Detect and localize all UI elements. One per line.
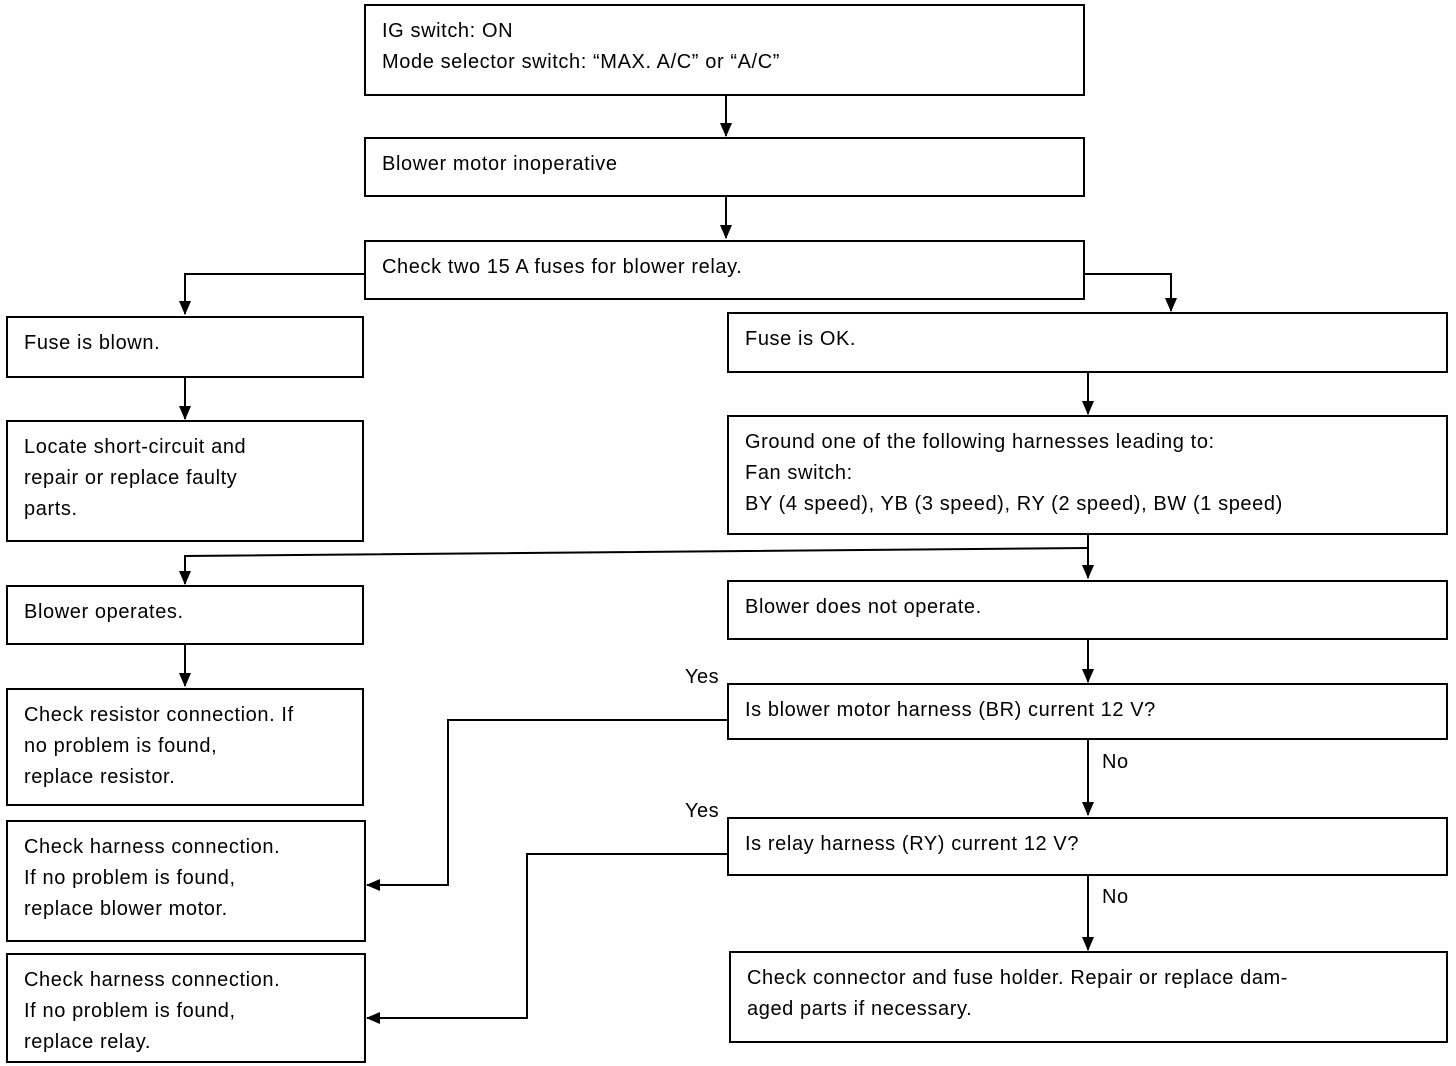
check-resistor-line-3: replace resistor. (24, 766, 176, 788)
check-harness-relay-box: Check harness connection. If no problem … (6, 953, 366, 1063)
no-label-relay: No (1102, 886, 1129, 908)
blower-operates-text: Blower operates. (24, 601, 184, 623)
check-resistor-line-2: no problem is found, (24, 735, 218, 757)
fuse-ok-text: Fuse is OK. (745, 328, 857, 350)
locate-short-box: Locate short-circuit and repair or repla… (6, 420, 364, 542)
yes-label-motor: Yes (685, 666, 720, 688)
fuse-blown-text: Fuse is blown. (24, 332, 161, 354)
locate-short-line-1: Locate short-circuit and (24, 436, 247, 458)
relay-harness-question-text: Is relay harness (RY) current 12 V? (745, 833, 1080, 855)
check-harness-relay-line-3: replace relay. (24, 1031, 151, 1053)
check-connector-line-2: aged parts if necessary. (747, 998, 973, 1020)
locate-short-line-2: repair or replace faulty (24, 467, 238, 489)
arrow-ground-to-operates (179, 547, 1089, 585)
arrow-fuses-to-blown (179, 273, 365, 315)
check-harness-motor-box: Check harness connection. If no problem … (6, 820, 366, 942)
blower-inoperative-box: Blower motor inoperative (364, 137, 1085, 197)
relay-harness-question-box: Is relay harness (RY) current 12 V? (727, 817, 1448, 876)
check-fuses-box: Check two 15 A fuses for blower relay. (364, 240, 1085, 300)
ground-harness-line-3: BY (4 speed), YB (3 speed), RY (2 speed)… (745, 493, 1283, 515)
fuse-blown-box: Fuse is blown. (6, 316, 364, 378)
blower-inoperative-text: Blower motor inoperative (382, 153, 618, 175)
start-condition-box: IG switch: ON Mode selector switch: “MAX… (364, 4, 1085, 96)
ground-harness-line-1: Ground one of the following harnesses le… (745, 431, 1215, 453)
check-harness-relay-line-2: If no problem is found, (24, 1000, 236, 1022)
arrow-fuses-to-ok (1085, 273, 1177, 312)
fuse-ok-box: Fuse is OK. (727, 312, 1448, 373)
ground-harness-box: Ground one of the following harnesses le… (727, 415, 1448, 535)
ground-harness-line-2: Fan switch: (745, 462, 853, 484)
no-label-motor: No (1102, 751, 1129, 773)
start-line-1: IG switch: ON (382, 20, 514, 42)
check-connector-box: Check connector and fuse holder. Repair … (729, 951, 1448, 1043)
locate-short-line-3: parts. (24, 498, 78, 520)
arrow-relay-yes-to-harness-relay (366, 853, 727, 1024)
blower-operates-box: Blower operates. (6, 585, 364, 645)
blower-not-operate-text: Blower does not operate. (745, 596, 982, 618)
yes-label-relay: Yes (685, 800, 720, 822)
arrow-motor-yes-to-harness-motor (366, 719, 727, 891)
start-line-2: Mode selector switch: “MAX. A/C” or “A/C… (382, 51, 781, 73)
check-resistor-box: Check resistor connection. If no problem… (6, 688, 364, 806)
motor-harness-question-box: Is blower motor harness (BR) current 12 … (727, 683, 1448, 740)
check-resistor-line-1: Check resistor connection. If (24, 704, 294, 726)
check-harness-motor-line-2: If no problem is found, (24, 867, 236, 889)
check-harness-relay-line-1: Check harness connection. (24, 969, 281, 991)
motor-harness-question-text: Is blower motor harness (BR) current 12 … (745, 699, 1156, 721)
check-harness-motor-line-1: Check harness connection. (24, 836, 281, 858)
check-harness-motor-line-3: replace blower motor. (24, 898, 228, 920)
check-fuses-text: Check two 15 A fuses for blower relay. (382, 256, 743, 278)
check-connector-line-1: Check connector and fuse holder. Repair … (747, 967, 1289, 989)
blower-not-operate-box: Blower does not operate. (727, 580, 1448, 640)
